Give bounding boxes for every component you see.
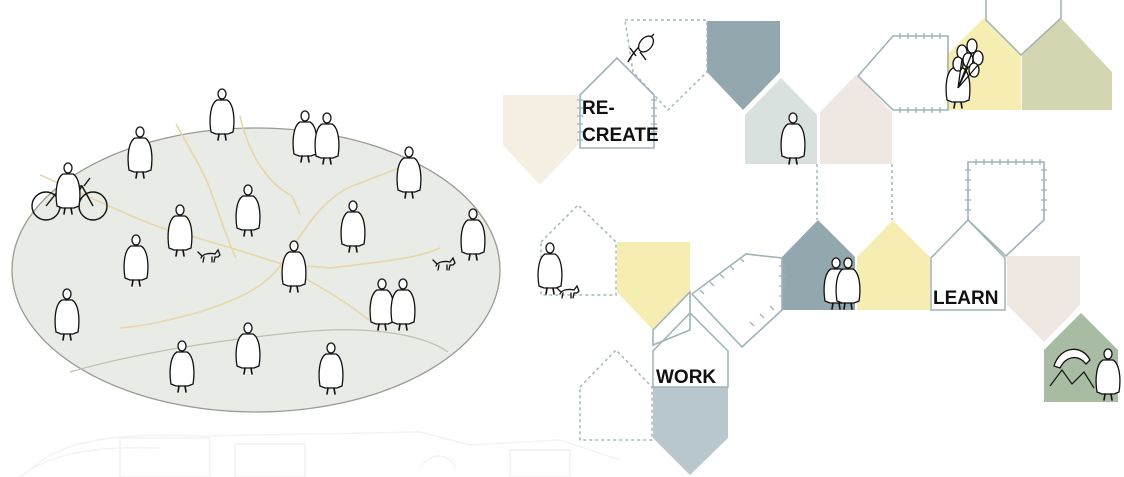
flying-person-icon [627, 33, 655, 63]
label-work: WORK [656, 367, 716, 388]
tile-butter-mid [857, 220, 930, 310]
background-sketch [19, 431, 621, 477]
rail-ticks [577, 33, 1047, 327]
person-icon [127, 126, 153, 179]
balloons-icon [952, 38, 984, 89]
person-icon [292, 110, 318, 163]
tile-slate-top [707, 21, 780, 110]
dog-icon [556, 285, 580, 299]
pentagon-network: RE- CREATE WORK LEARN [503, 0, 1121, 475]
plaza-oval [11, 115, 501, 413]
person-icon [209, 88, 235, 141]
label-recreate-line1: RE- [582, 98, 615, 119]
tile-blush-right [1007, 256, 1080, 342]
person-icon [314, 112, 340, 165]
tile-light-blue-bottom [653, 387, 728, 475]
bicycle-icon [31, 162, 108, 221]
tent-icon [1049, 348, 1095, 389]
label-learn: LEARN [933, 288, 998, 309]
label-recreate-line2: CREATE [582, 125, 659, 146]
person-icon [396, 146, 422, 199]
tile-blush-top [820, 75, 892, 164]
tile-olive-top [1022, 18, 1112, 110]
tile-butter-mid-left [617, 242, 690, 330]
tile-cream-left [503, 95, 578, 185]
